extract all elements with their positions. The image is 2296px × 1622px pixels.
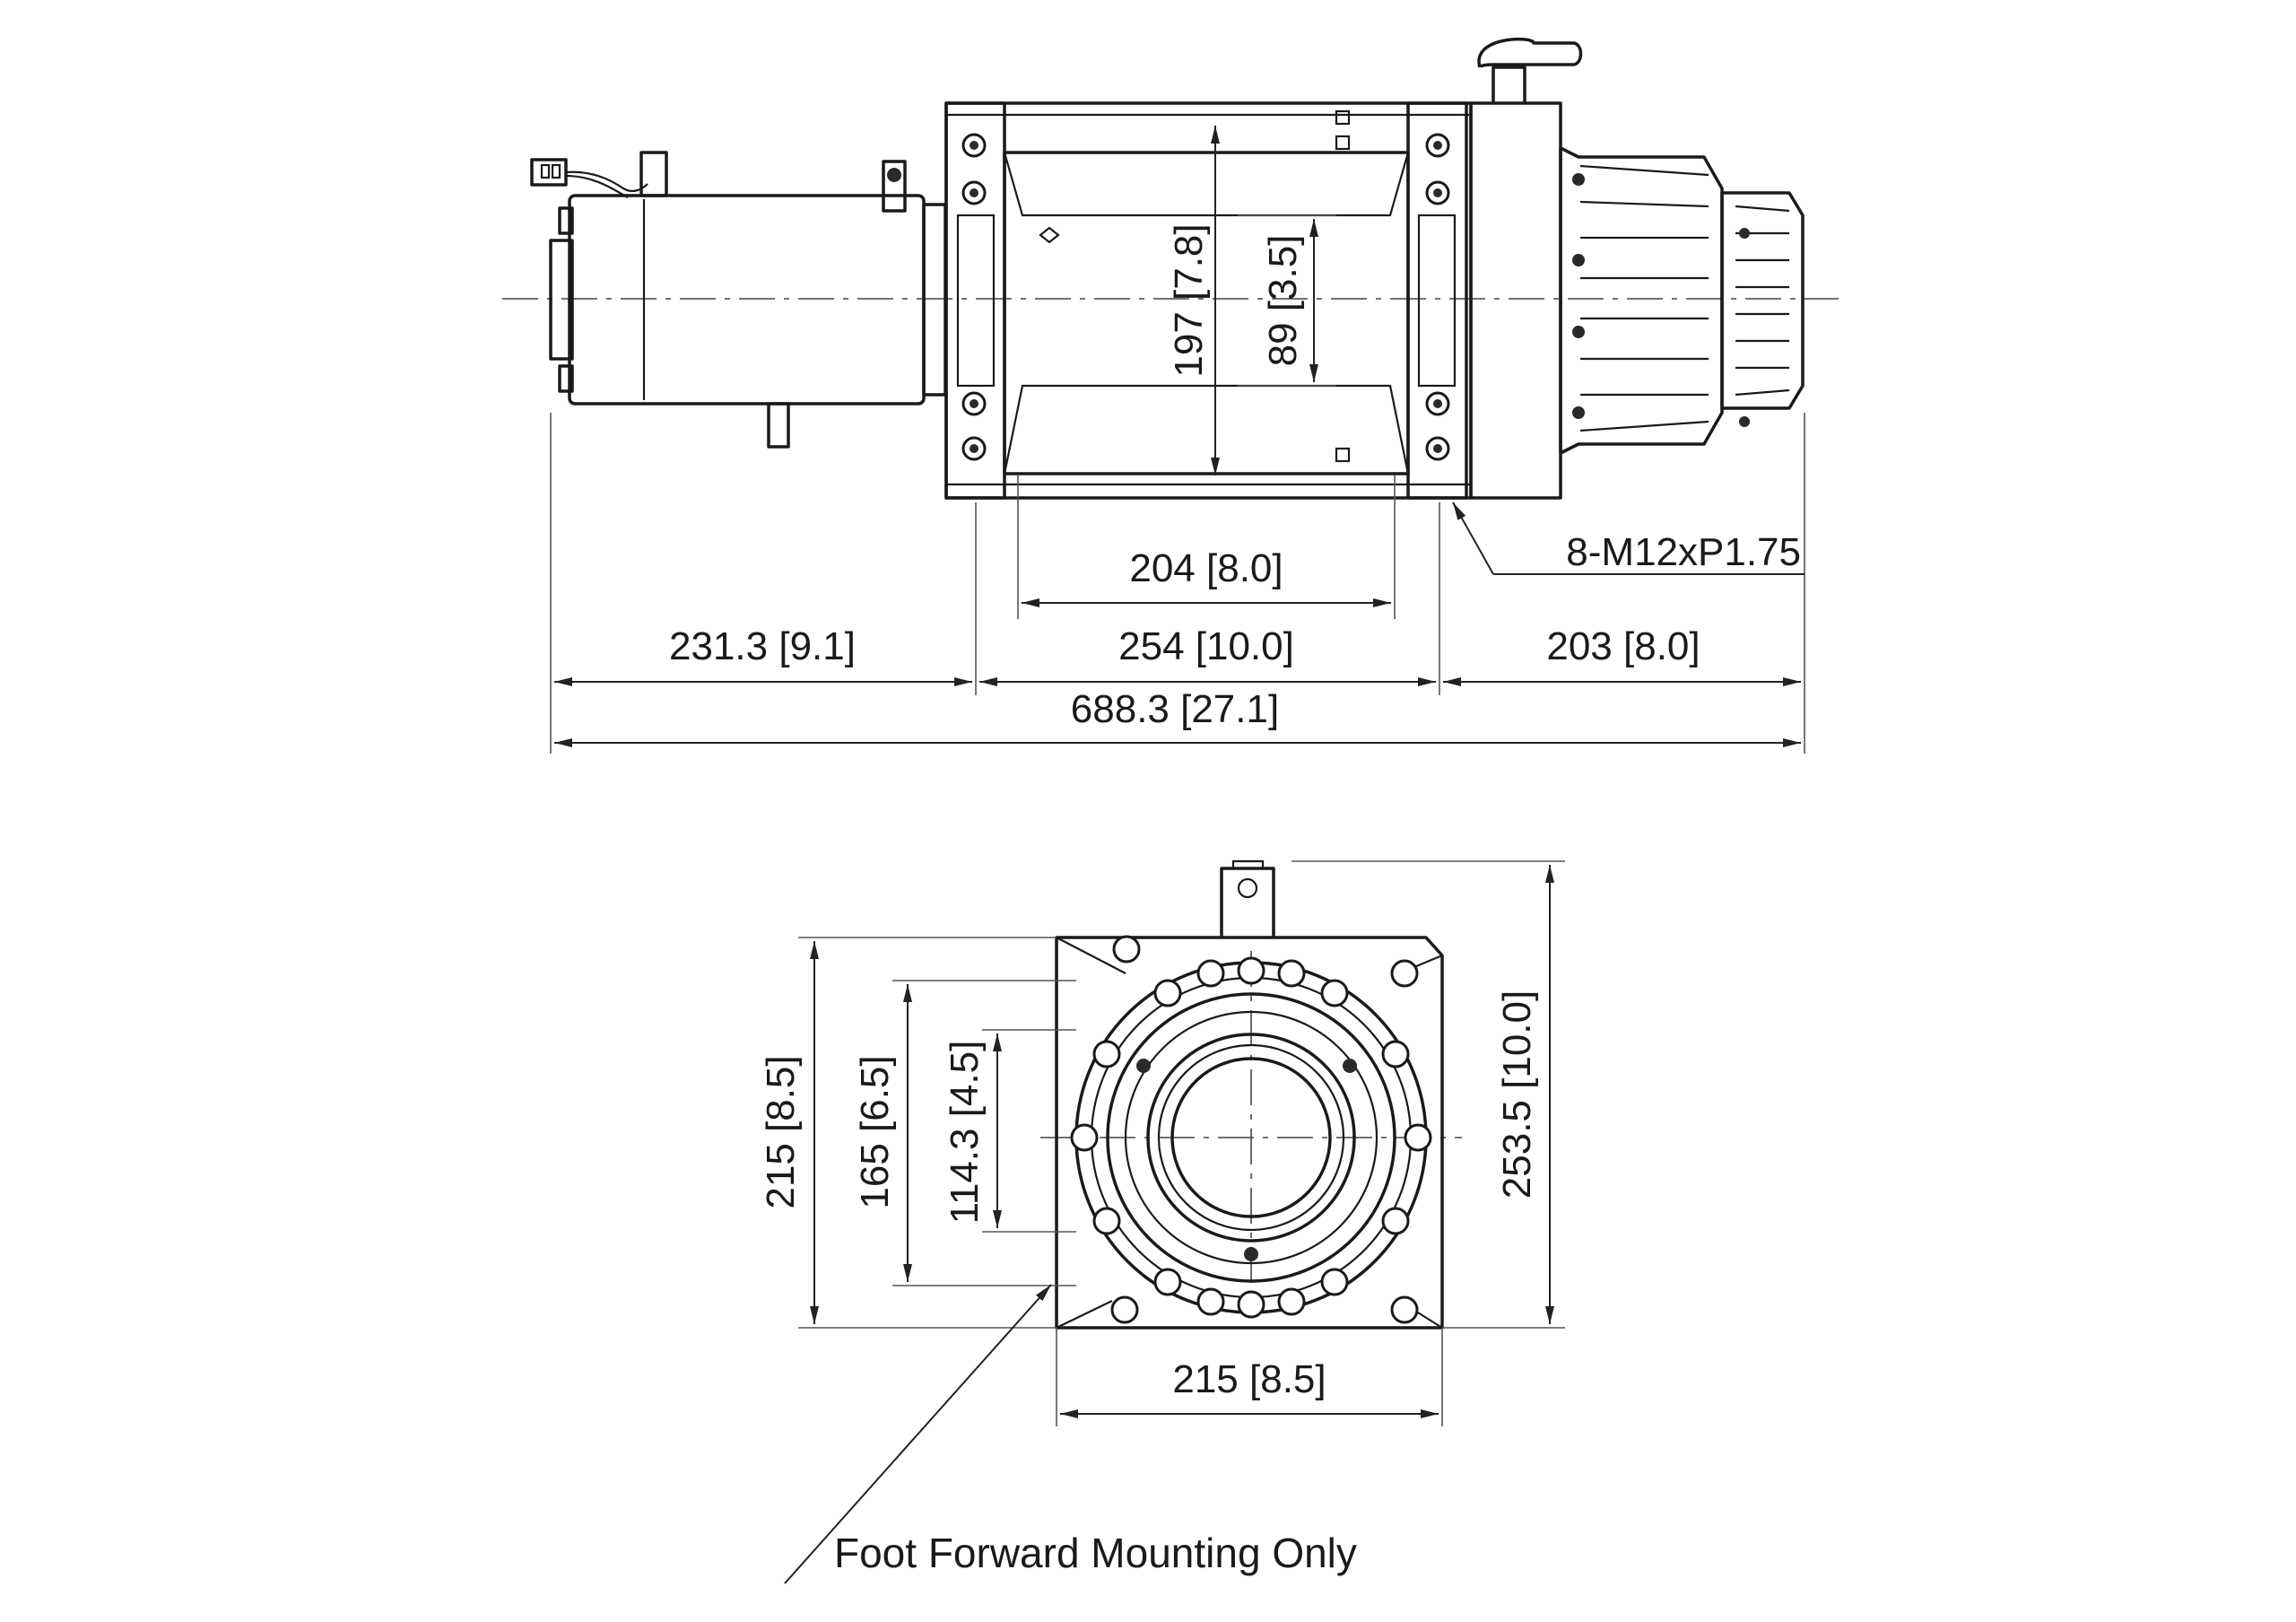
gearbox [1469,37,1805,500]
dim-end-height-114: 114.3 [4.5] [943,1033,1002,1228]
dim-drum-height-label: 197 [7.8] [1167,223,1211,377]
top-lug [1220,867,1275,937]
dim-frame-length: 254 [10.0] [979,624,1436,686]
frame-bolts [961,133,1450,461]
dim-end-height-215-label: 215 [8.5] [759,1055,803,1208]
dim-gear-length-label: 203 [8.0] [1546,624,1700,668]
dim-end-height-215: 215 [8.5] [759,941,819,1324]
dim-end-height-165: 165 [6.5] [853,984,912,1282]
dim-drum-length-label: 204 [8.0] [1129,546,1283,590]
dim-end-height-overall-label: 253.5 [10.0] [1495,990,1539,1199]
end-bolt-circle [1070,956,1432,1319]
dim-overall-length-label: 688.3 [27.1] [1071,687,1279,731]
dim-frame-length-label: 254 [10.0] [1118,624,1294,668]
dim-drum-height: 197 [7.8] [1167,126,1220,475]
dim-end-height-165-label: 165 [6.5] [853,1055,897,1208]
end-housing [1055,936,1444,1330]
dim-overall-length: 688.3 [27.1] [554,687,1801,747]
end-view: 215 [8.5] 165 [6.5] 114.3 [4.5] 253.5 [1… [759,859,1565,1584]
thread-note-label: 8-M12xP1.75 [1566,530,1801,574]
dim-end-width-215-label: 215 [8.5] [1172,1357,1326,1401]
dim-end-height-114-label: 114.3 [4.5] [943,1041,987,1225]
mounting-note: Foot Forward Mounting Only [784,1284,1357,1584]
dim-gear-length: 203 [8.0] [1443,624,1801,686]
dim-cable-window-label: 89 [3.5] [1261,235,1305,367]
dim-motor-length-label: 231.3 [9.1] [669,624,856,668]
motor [530,151,947,449]
dim-drum-length: 204 [8.0] [1022,546,1391,607]
mounting-note-label: Foot Forward Mounting Only [834,1530,1357,1576]
dim-end-height-overall: 253.5 [10.0] [1495,865,1554,1324]
drum-frame [944,101,1473,500]
dim-motor-length: 231.3 [9.1] [554,624,972,686]
dim-end-width-215: 215 [8.5] [1060,1357,1439,1418]
dim-cable-window: 89 [3.5] [1238,214,1336,387]
top-view: 197 [7.8] 89 [3.5] 8-M12xP1.75 204 [8.0] [502,37,1839,754]
thread-note: 8-M12xP1.75 [1452,501,1805,575]
